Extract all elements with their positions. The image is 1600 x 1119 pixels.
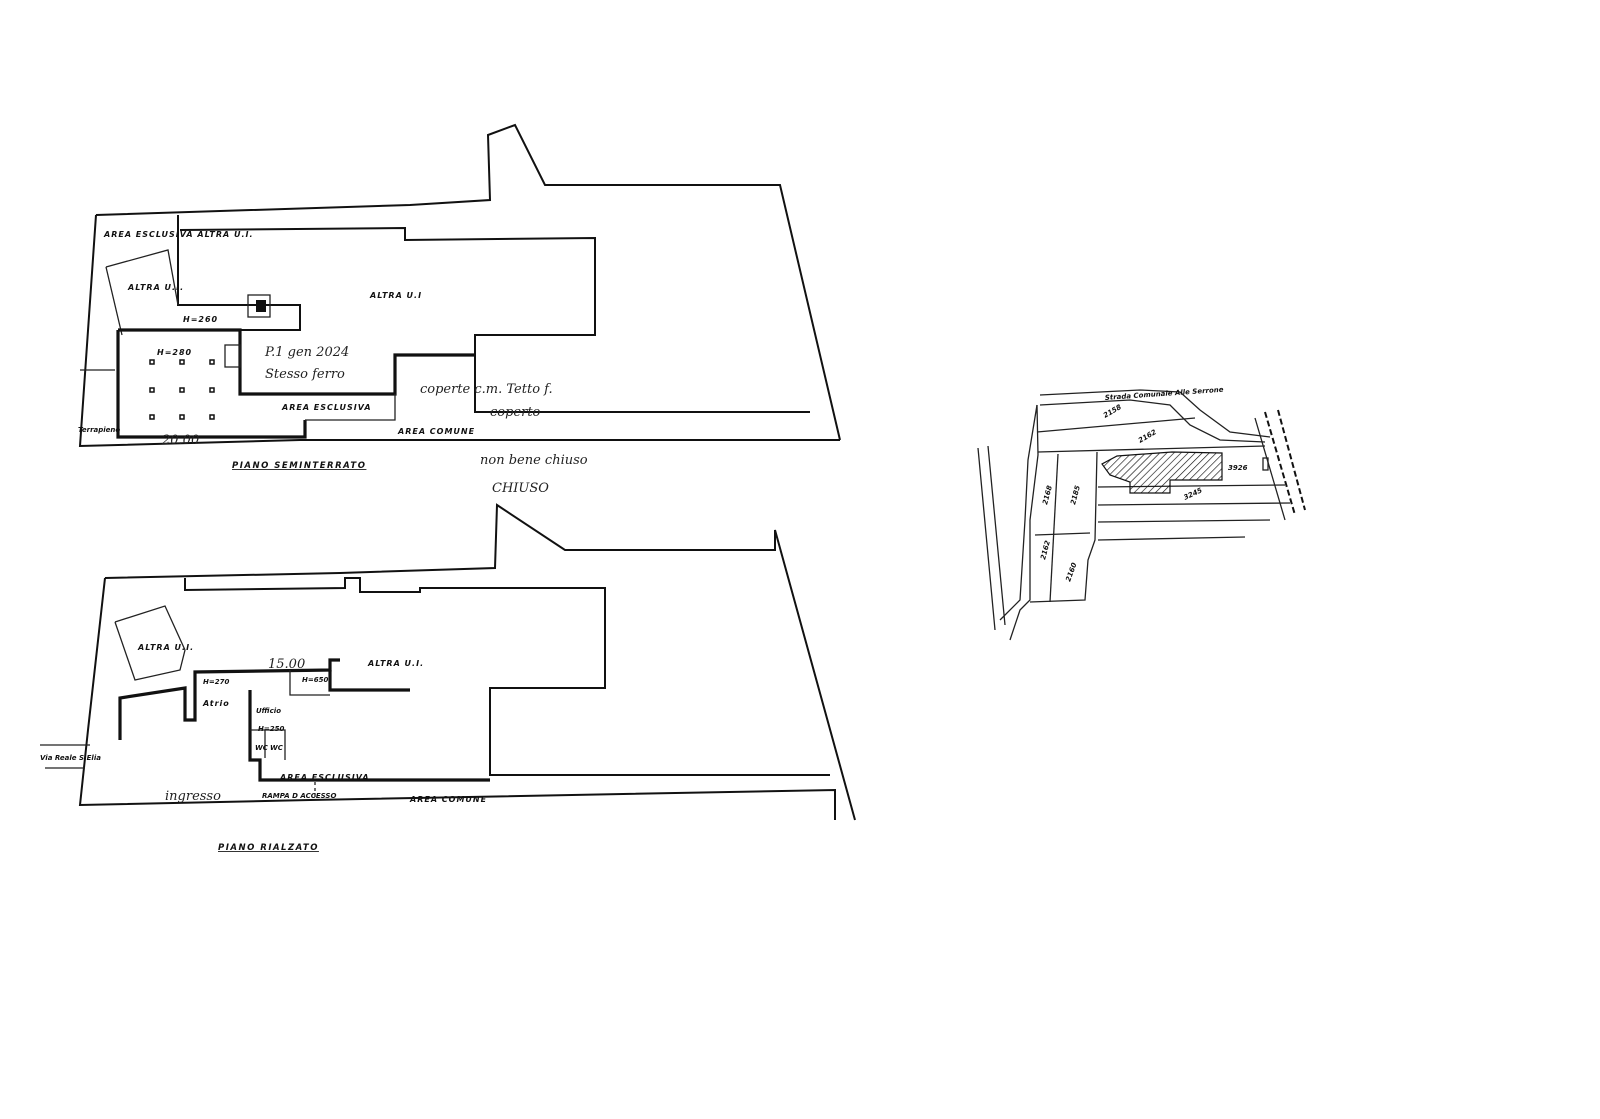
handwritten-note: non bene chiuso	[480, 453, 588, 468]
handwritten-note: P.1 gen 2024	[264, 345, 349, 360]
raised-floor-plan: ALTRA U.I. ALTRA U.I. H=270 H=650 Atrio …	[40, 503, 856, 853]
label-height-main: H=280	[157, 348, 192, 357]
pillars	[149, 359, 215, 420]
parcel-label: 2162	[1137, 428, 1158, 445]
label-exclusive-other: AREA ESCLUSIVA ALTRA U.I.	[103, 230, 254, 239]
other-unit-building	[184, 577, 830, 776]
semi-basement-plan: AREA ESCLUSIVA ALTRA U.I. ALTRA U.I. ALT…	[78, 123, 841, 496]
label-other-unit-right: ALTRA U.I.	[367, 659, 424, 668]
label-other-unit-left: ALTRA U.I.	[127, 283, 184, 292]
label-common-area: AREA COMUNE	[397, 427, 475, 436]
parcel-label: 2168	[1041, 485, 1054, 506]
parcel-label: 2162	[1039, 540, 1052, 561]
dimension-label: 20.00	[161, 433, 199, 448]
road-label: Strada Comunale Alle Serrone	[1105, 386, 1224, 402]
building-footprint	[1101, 451, 1223, 494]
label-wc: WC	[255, 744, 269, 752]
handwritten-note: coperte c.m. Tetto f.	[420, 382, 553, 397]
handwritten-note: Stesso ferro	[265, 367, 345, 382]
unit-walls	[118, 658, 340, 740]
plan-title: PIANO SEMINTERRATO	[232, 461, 366, 471]
handwritten-note: coperto	[490, 405, 541, 420]
label-height-right: H=650	[302, 676, 328, 684]
label-ramp: RAMPA D ACCESSO	[262, 792, 336, 800]
label-office: Ufficio	[256, 707, 281, 715]
parcel-label: 2185	[1069, 485, 1082, 506]
site-plan: Strada Comunale Alle Serrone 2158 2162 3…	[977, 386, 1306, 641]
handwritten-note: ingresso	[165, 789, 221, 804]
label-exclusive-area: AREA ESCLUSIVA	[279, 773, 370, 782]
label-common-area: AREA COMUNE	[409, 795, 487, 804]
boundary-west	[78, 214, 840, 448]
stair-icon	[224, 344, 241, 368]
label-other-unit-main: ALTRA U.I	[369, 291, 422, 300]
label-other-unit-left: ALTRA U.I.	[137, 643, 194, 652]
parcel-label: 2160	[1064, 562, 1078, 583]
label-exclusive-area: AREA ESCLUSIVA	[281, 403, 372, 412]
parcel-label: 2158	[1102, 403, 1123, 420]
property-boundary	[95, 123, 841, 441]
dimension-label: 15.00	[268, 657, 305, 672]
label-height-office: H=250	[258, 725, 284, 733]
label-street: Via Reale S.Elia	[40, 754, 101, 762]
parcel-label: 3926	[1228, 464, 1248, 472]
unit-walls	[118, 328, 475, 396]
parcel-label: 3245	[1182, 486, 1203, 502]
stair-icon	[247, 294, 271, 318]
plan-title: PIANO RIALZATO	[218, 843, 319, 853]
label-ground: Terrapieno	[78, 426, 120, 434]
label-height-atrium: H=270	[203, 678, 229, 686]
label-height-small: H=260	[183, 315, 218, 324]
label-atrium: Atrio	[202, 699, 230, 708]
property-boundary	[104, 503, 856, 821]
label-wc: WC	[270, 744, 284, 752]
other-unit-building	[179, 226, 810, 413]
handwritten-note: CHIUSO	[492, 481, 549, 496]
